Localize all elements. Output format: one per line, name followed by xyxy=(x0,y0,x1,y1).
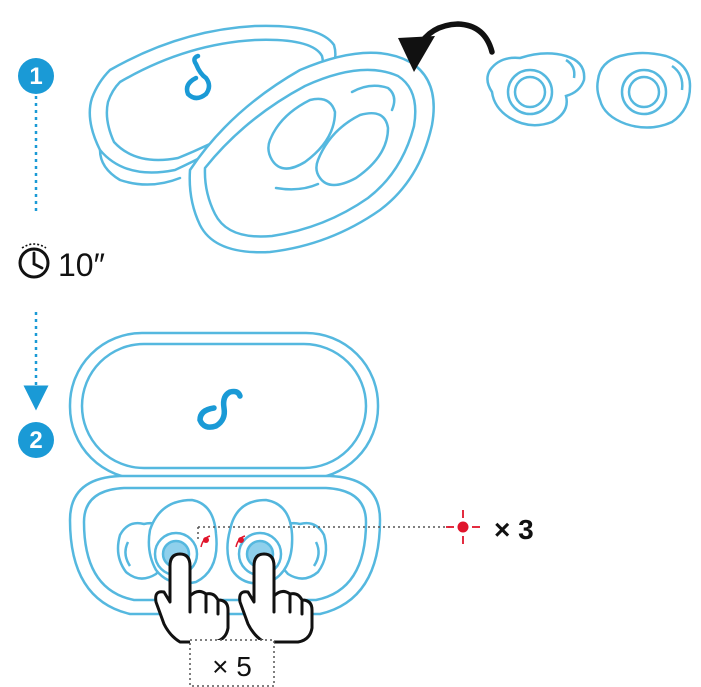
case-base-front xyxy=(68,474,382,616)
case-logo-front xyxy=(197,388,243,430)
case-front-view xyxy=(68,331,382,616)
step-2-badge: 2 xyxy=(18,422,54,458)
svg-text:1: 1 xyxy=(29,63,42,90)
led-blink-count-label: × 3 xyxy=(494,514,534,545)
svg-text:2: 2 xyxy=(29,427,42,454)
earbud-right-top xyxy=(596,51,692,129)
wait-timer: 10″ xyxy=(18,243,105,283)
wait-duration-label: 10″ xyxy=(58,247,105,283)
case-base xyxy=(188,51,435,254)
earbud-led-indicators xyxy=(200,535,246,548)
step-1-badge: 1 xyxy=(18,58,54,94)
earbud-left-in-case xyxy=(116,498,218,585)
led-callout: × 3 xyxy=(197,510,534,545)
clock-icon xyxy=(18,243,50,279)
earbud-left-top xyxy=(486,52,586,127)
insert-earbuds-arrow xyxy=(398,18,497,72)
open-charging-case xyxy=(88,24,435,254)
tap-count-callout: × 5 xyxy=(189,639,275,687)
red-led-icon xyxy=(446,510,480,544)
hand-tap-right-icon xyxy=(238,552,314,644)
tap-count-label: × 5 xyxy=(212,651,252,682)
hand-tap-left-icon xyxy=(154,552,230,644)
case-logo-top xyxy=(184,53,212,101)
